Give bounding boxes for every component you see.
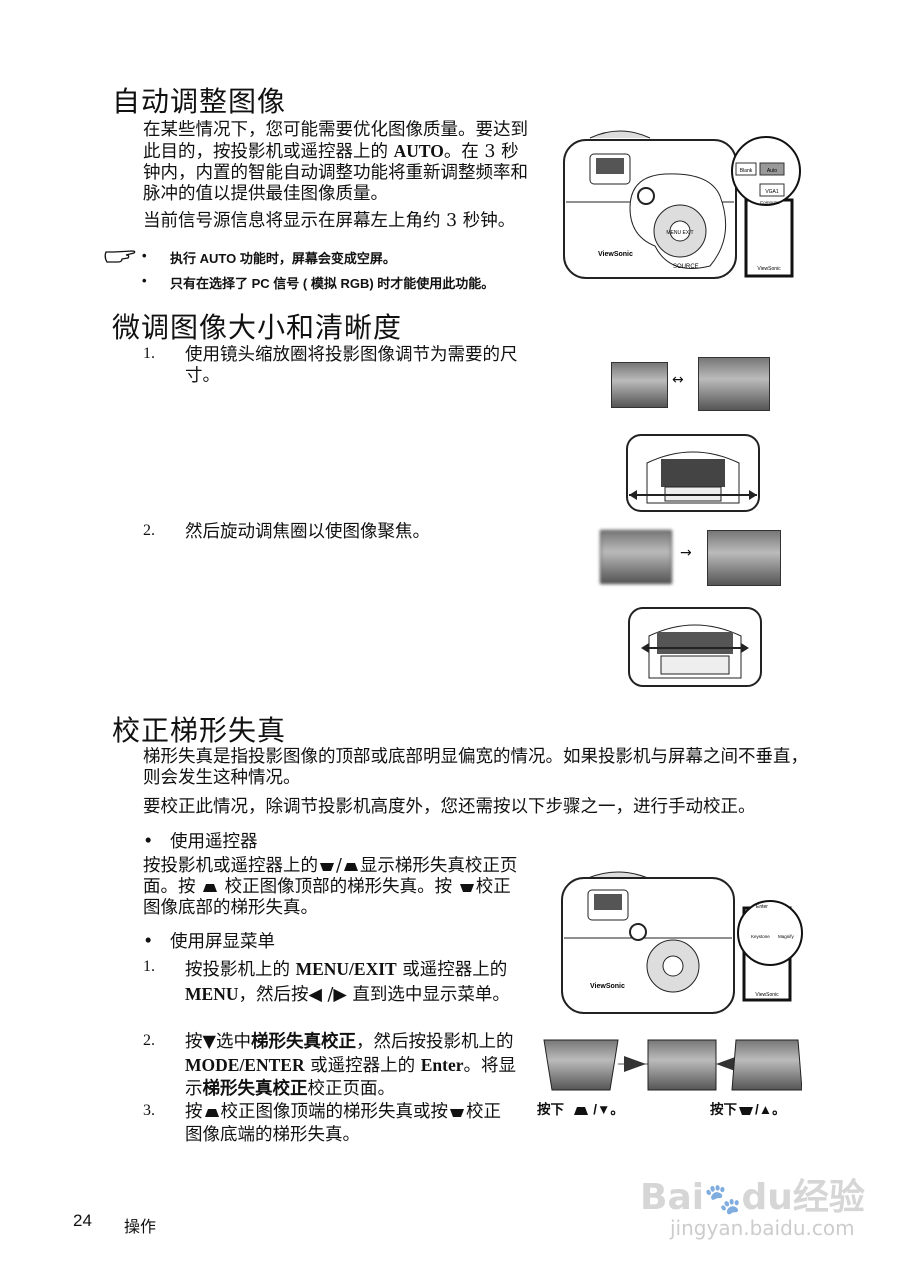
- step-number: 2.: [143, 1032, 155, 1049]
- enter-key: Enter: [420, 1055, 464, 1075]
- section-title-keystone: 校正梯形失真: [112, 714, 287, 747]
- text: 校正图像底端的梯形失真。: [185, 1102, 501, 1145]
- step-number: 1.: [143, 345, 155, 362]
- text: 按下: [537, 1102, 564, 1117]
- source-label: SOURCE: [673, 264, 699, 270]
- text: 或遥控器上的: [304, 1056, 421, 1076]
- keystone-intro: 梯形失真是指投影图像的顶部或底部明显偏宽的情况。如果投影机与屏幕之间不垂直，则会…: [143, 747, 808, 788]
- auto-keyword: AUTO: [393, 141, 444, 161]
- text: /: [336, 856, 342, 876]
- page-number: 24: [73, 1211, 92, 1230]
- double-arrow-icon: ↔: [672, 372, 684, 388]
- step-text: 然后旋动调焦圈以使图像聚焦。: [185, 522, 430, 542]
- text: 校正图像底部的梯形失真。: [143, 877, 511, 918]
- keystone-up-icon: [203, 884, 218, 892]
- text: 。在 3 秒钟内，内置的智能自动调整功能将重新调整频率和脉冲的值以提供最佳图像质…: [143, 142, 528, 204]
- text: /▲。: [755, 1102, 786, 1117]
- zoom-ring-illustration: [626, 434, 760, 512]
- projector-keystone-illustration: ViewSonic ViewSonic Enter Keystone Magni…: [561, 871, 803, 1014]
- keystone-up-icon: [204, 1109, 219, 1117]
- osd-step: 按投影机上的 MENU/EXIT 或遥控器上的 MENU，然后按◀ /▶ 直到选…: [185, 957, 515, 1007]
- menu-exit-key: MENU/EXIT: [295, 959, 397, 979]
- step-number: 2.: [143, 522, 155, 539]
- caption-left: 按下 /▼。: [537, 1098, 624, 1118]
- keystone-key-label: Keystone: [751, 934, 770, 939]
- magnify-key-label: Magnify: [778, 934, 795, 939]
- auto-key-label: Auto: [767, 168, 778, 174]
- auto-adjust-paragraph: 在某些情况下，您可能需要优化图像质量。要达到此目的，按投影机或遥控器上的 AUT…: [143, 120, 528, 205]
- note-item: 只有在选择了 PC 信号 ( 模拟 RGB) 时才能使用此功能。: [170, 276, 495, 291]
- top-wide-image: [543, 1039, 619, 1091]
- remote-keystone-paragraph: 按投影机或遥控器上的 /显示梯形失真校正页面。按 校正图像顶部的梯形失真。按 校正…: [143, 856, 523, 919]
- computer-label: Computer: [760, 200, 780, 205]
- keystone-down-icon: [459, 884, 474, 892]
- bullet-osd: 使用屏显菜单: [170, 932, 275, 952]
- text: 或遥控器上的: [396, 960, 508, 980]
- text: 校正图像顶部的梯形失真。按: [224, 877, 453, 897]
- focused-image-illustration: [707, 530, 781, 586]
- keystone-up-icon: [573, 1106, 588, 1115]
- projector-auto-button-illustration: MENU EXIT SOURCE ViewSonic ViewSonic Bla…: [563, 130, 801, 279]
- osd-step: 按▼选中梯形失真校正，然后按投影机上的 MODE/ENTER 或遥控器上的 En…: [185, 1031, 520, 1101]
- bottom-wide-image: [731, 1039, 802, 1091]
- blank-key-label: Blank: [740, 168, 753, 174]
- text: ，然后按◀ /▶ 直到选中显示菜单。: [238, 985, 510, 1005]
- menu-key: MENU: [185, 984, 239, 1004]
- text: 按下: [710, 1102, 737, 1117]
- caption-right: 按下 /▲。: [710, 1098, 786, 1118]
- text: 按▼选中: [185, 1032, 251, 1052]
- text: 按: [185, 1102, 203, 1122]
- enter-key-label: Enter: [756, 904, 768, 910]
- text: 在某些情况下，您可能需要优化图像质量。要达到此目的，按投影机或遥控器上的: [143, 120, 528, 162]
- vga1-key-label: VGA1: [765, 189, 779, 195]
- text: 校正图像顶端的梯形失真或按: [220, 1102, 449, 1122]
- baidu-watermark-logo: Bai🐾du经验: [640, 1177, 865, 1218]
- left-arrow-icon: [716, 1056, 738, 1072]
- right-arrow-icon: [624, 1056, 646, 1072]
- text: 校正页面。: [307, 1079, 396, 1099]
- step-number: 1.: [143, 958, 155, 975]
- note-item: 执行 AUTO 功能时，屏幕会变成空屏。: [170, 251, 396, 266]
- projector-brand: ViewSonic: [590, 983, 625, 990]
- section-title-fine-tune: 微调图像大小和清晰度: [112, 311, 403, 344]
- source-info-paragraph: 当前信号源信息将显示在屏幕左上角约 3 秒钟。: [143, 211, 516, 231]
- footer-section-label: 操作: [124, 1217, 157, 1236]
- remote-brand: ViewSonic: [757, 266, 781, 272]
- keystone-down-icon: [450, 1109, 464, 1117]
- bullet-remote: 使用遥控器: [170, 832, 258, 852]
- keystone-instructions: 要校正此情况，除调节投影机高度外，您还需按以下步骤之一，进行手动校正。: [143, 797, 756, 817]
- menu-exit-label: MENU EXIT: [666, 230, 693, 236]
- keystone-up-icon: [343, 863, 358, 871]
- text: 。将显示: [185, 1056, 517, 1099]
- step-number: 3.: [143, 1102, 155, 1119]
- text: 显示梯形失真校正页面。按: [143, 856, 518, 897]
- pointing-hand-note-icon: [104, 250, 136, 263]
- text: 按投影机或遥控器上的: [143, 856, 318, 876]
- keystone-correction-diagram: [543, 1039, 802, 1091]
- keystone-down-icon: [739, 1106, 753, 1115]
- osd-step: 按校正图像顶端的梯形失真或按校正图像底端的梯形失真。: [185, 1101, 515, 1147]
- projector-brand: ViewSonic: [598, 251, 633, 258]
- text: 按投影机上的: [185, 960, 296, 980]
- step-text: 使用镜头缩放圈将投影图像调节为需要的尺寸。: [185, 345, 518, 386]
- focus-ring-illustration: [628, 607, 762, 687]
- corrected-image: [647, 1039, 717, 1091]
- text: /▼。: [593, 1102, 624, 1117]
- blurry-image-illustration: [600, 530, 672, 584]
- remote-brand: ViewSonic: [755, 992, 779, 998]
- watermark-url: jingyan.baidu.com: [670, 1216, 855, 1240]
- large-image-illustration: [698, 357, 770, 411]
- keystone-menu-item: 梯形失真校正: [250, 1032, 356, 1052]
- small-image-illustration: [611, 362, 668, 408]
- keystone-down-icon: [320, 863, 334, 871]
- section-title-auto-adjust: 自动调整图像: [112, 85, 287, 118]
- right-arrow-icon: →: [680, 545, 692, 561]
- mode-enter-key: MODE/ENTER: [185, 1055, 305, 1075]
- text: ，然后按投影机上的: [355, 1032, 514, 1052]
- keystone-menu-item: 梯形失真校正: [202, 1079, 308, 1099]
